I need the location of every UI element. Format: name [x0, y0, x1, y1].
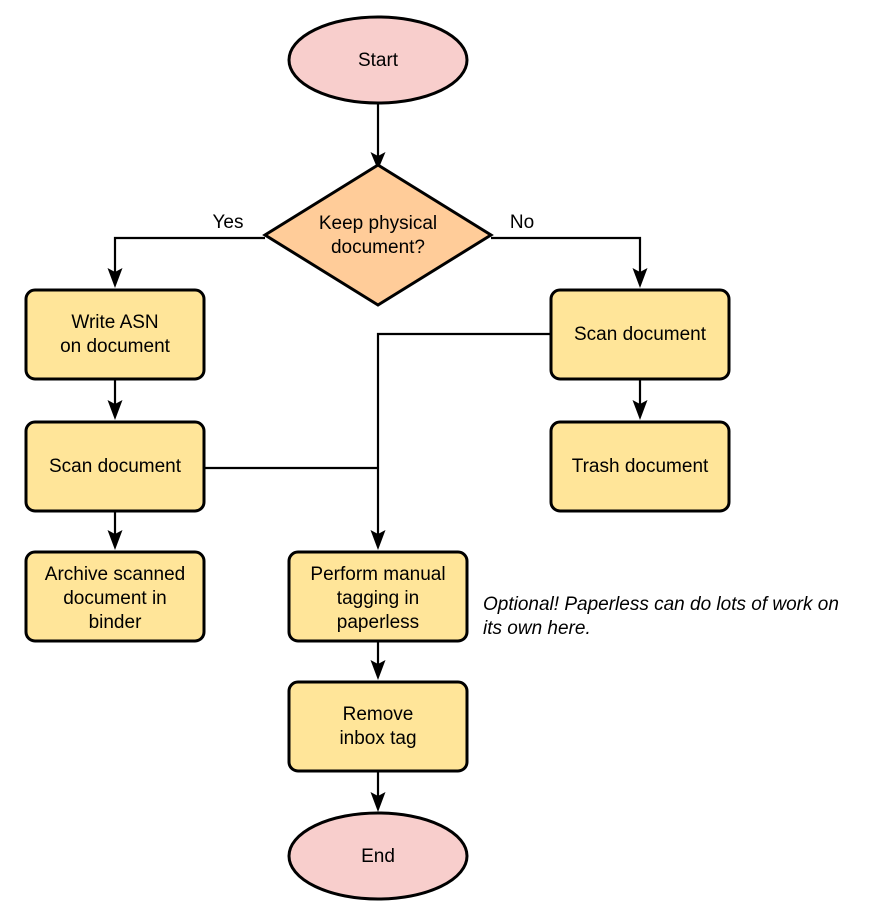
node-layer: Start Keep physical document? Write ASN …: [24, 15, 731, 901]
node-keep-physical-document[interactable]: Keep physical document?: [262, 163, 494, 307]
arrowhead-icon: [632, 268, 648, 288]
arrowhead-icon: [370, 152, 386, 170]
edge-layer: Yes No: [107, 103, 648, 812]
trash-document-box[interactable]: [549, 420, 731, 513]
node-trash-document[interactable]: Trash document: [549, 420, 731, 513]
decision-diamond[interactable]: [262, 163, 494, 307]
node-archive-label-line2: document in: [63, 588, 167, 609]
edge-remove-inbox-tag-to-end: [370, 771, 386, 812]
remove-inbox-tag-box[interactable]: [287, 680, 469, 773]
archive-scanned-document-box[interactable]: [24, 550, 206, 643]
node-tagging-label-line1: Perform manual: [310, 564, 445, 585]
arrowhead-icon: [107, 530, 123, 550]
edge-decision-to-scan-right: No: [491, 212, 648, 288]
edge-line: [491, 236, 642, 272]
node-remove-inbox-tag-label-line2: inbox tag: [339, 728, 416, 749]
node-trash-document-label: Trash document: [572, 456, 709, 477]
edge-scan-right-to-tagging: [370, 332, 551, 550]
edge-start-to-decision: [370, 103, 386, 170]
node-tagging-label-line2: tagging in: [337, 588, 419, 609]
edge-scan-right-to-trash: [632, 379, 648, 420]
node-start[interactable]: Start: [287, 15, 469, 105]
node-scan-document-right-label: Scan document: [574, 324, 707, 345]
annotation-line-1: Optional! Paperless can do lots of work …: [483, 594, 839, 615]
arrowhead-icon: [370, 530, 386, 550]
node-write-asn-on-document-label-line1: Write ASN: [71, 312, 158, 333]
node-write-asn-on-document[interactable]: Write ASN on document: [24, 288, 206, 381]
node-scan-document-right[interactable]: Scan document: [549, 288, 731, 381]
node-archive-scanned-document-in-binder[interactable]: Archive scanned document in binder: [24, 550, 206, 643]
start-ellipse[interactable]: [287, 15, 469, 105]
node-write-asn-on-document-label-line2: on document: [60, 336, 171, 357]
node-archive-label-line1: Archive scanned: [45, 564, 185, 585]
node-keep-physical-document-label-line2: document?: [331, 237, 425, 258]
node-scan-document-left[interactable]: Scan document: [24, 420, 206, 513]
node-perform-manual-tagging-in-paperless[interactable]: Perform manual tagging in paperless: [287, 550, 469, 643]
edge-write-asn-to-scan-left: [107, 379, 123, 420]
write-asn-box[interactable]: [24, 288, 206, 381]
annotation-line-2: its own here.: [483, 618, 591, 639]
arrowhead-icon: [370, 660, 386, 680]
end-ellipse[interactable]: [287, 811, 469, 901]
arrowhead-icon: [370, 792, 386, 812]
node-remove-inbox-tag[interactable]: Remove inbox tag: [287, 680, 469, 773]
perform-manual-tagging-box[interactable]: [287, 550, 469, 643]
node-keep-physical-document-label-line1: Keep physical: [319, 213, 437, 234]
scan-document-left-box[interactable]: [24, 420, 206, 513]
arrowhead-icon: [107, 400, 123, 420]
annotation-optional-note: Optional! Paperless can do lots of work …: [483, 594, 839, 639]
node-end-label: End: [361, 846, 395, 867]
node-archive-label-line3: binder: [89, 612, 142, 633]
node-tagging-label-line3: paperless: [337, 612, 419, 633]
edge-scan-left-to-archive: [107, 511, 123, 550]
node-start-label: Start: [358, 50, 399, 71]
arrowhead-icon: [632, 400, 648, 420]
edge-line: [113, 236, 265, 272]
edge-tagging-to-remove-inbox-tag: [370, 641, 386, 680]
node-scan-document-left-label: Scan document: [49, 456, 182, 477]
node-end[interactable]: End: [287, 811, 469, 901]
edge-line: [376, 332, 551, 534]
edge-decision-to-write-asn: Yes: [107, 212, 265, 288]
arrowhead-icon: [107, 268, 123, 288]
scan-document-right-box[interactable]: [549, 288, 731, 381]
edge-label-yes: Yes: [213, 212, 244, 233]
node-remove-inbox-tag-label-line1: Remove: [343, 704, 414, 725]
edge-label-no: No: [510, 212, 534, 233]
